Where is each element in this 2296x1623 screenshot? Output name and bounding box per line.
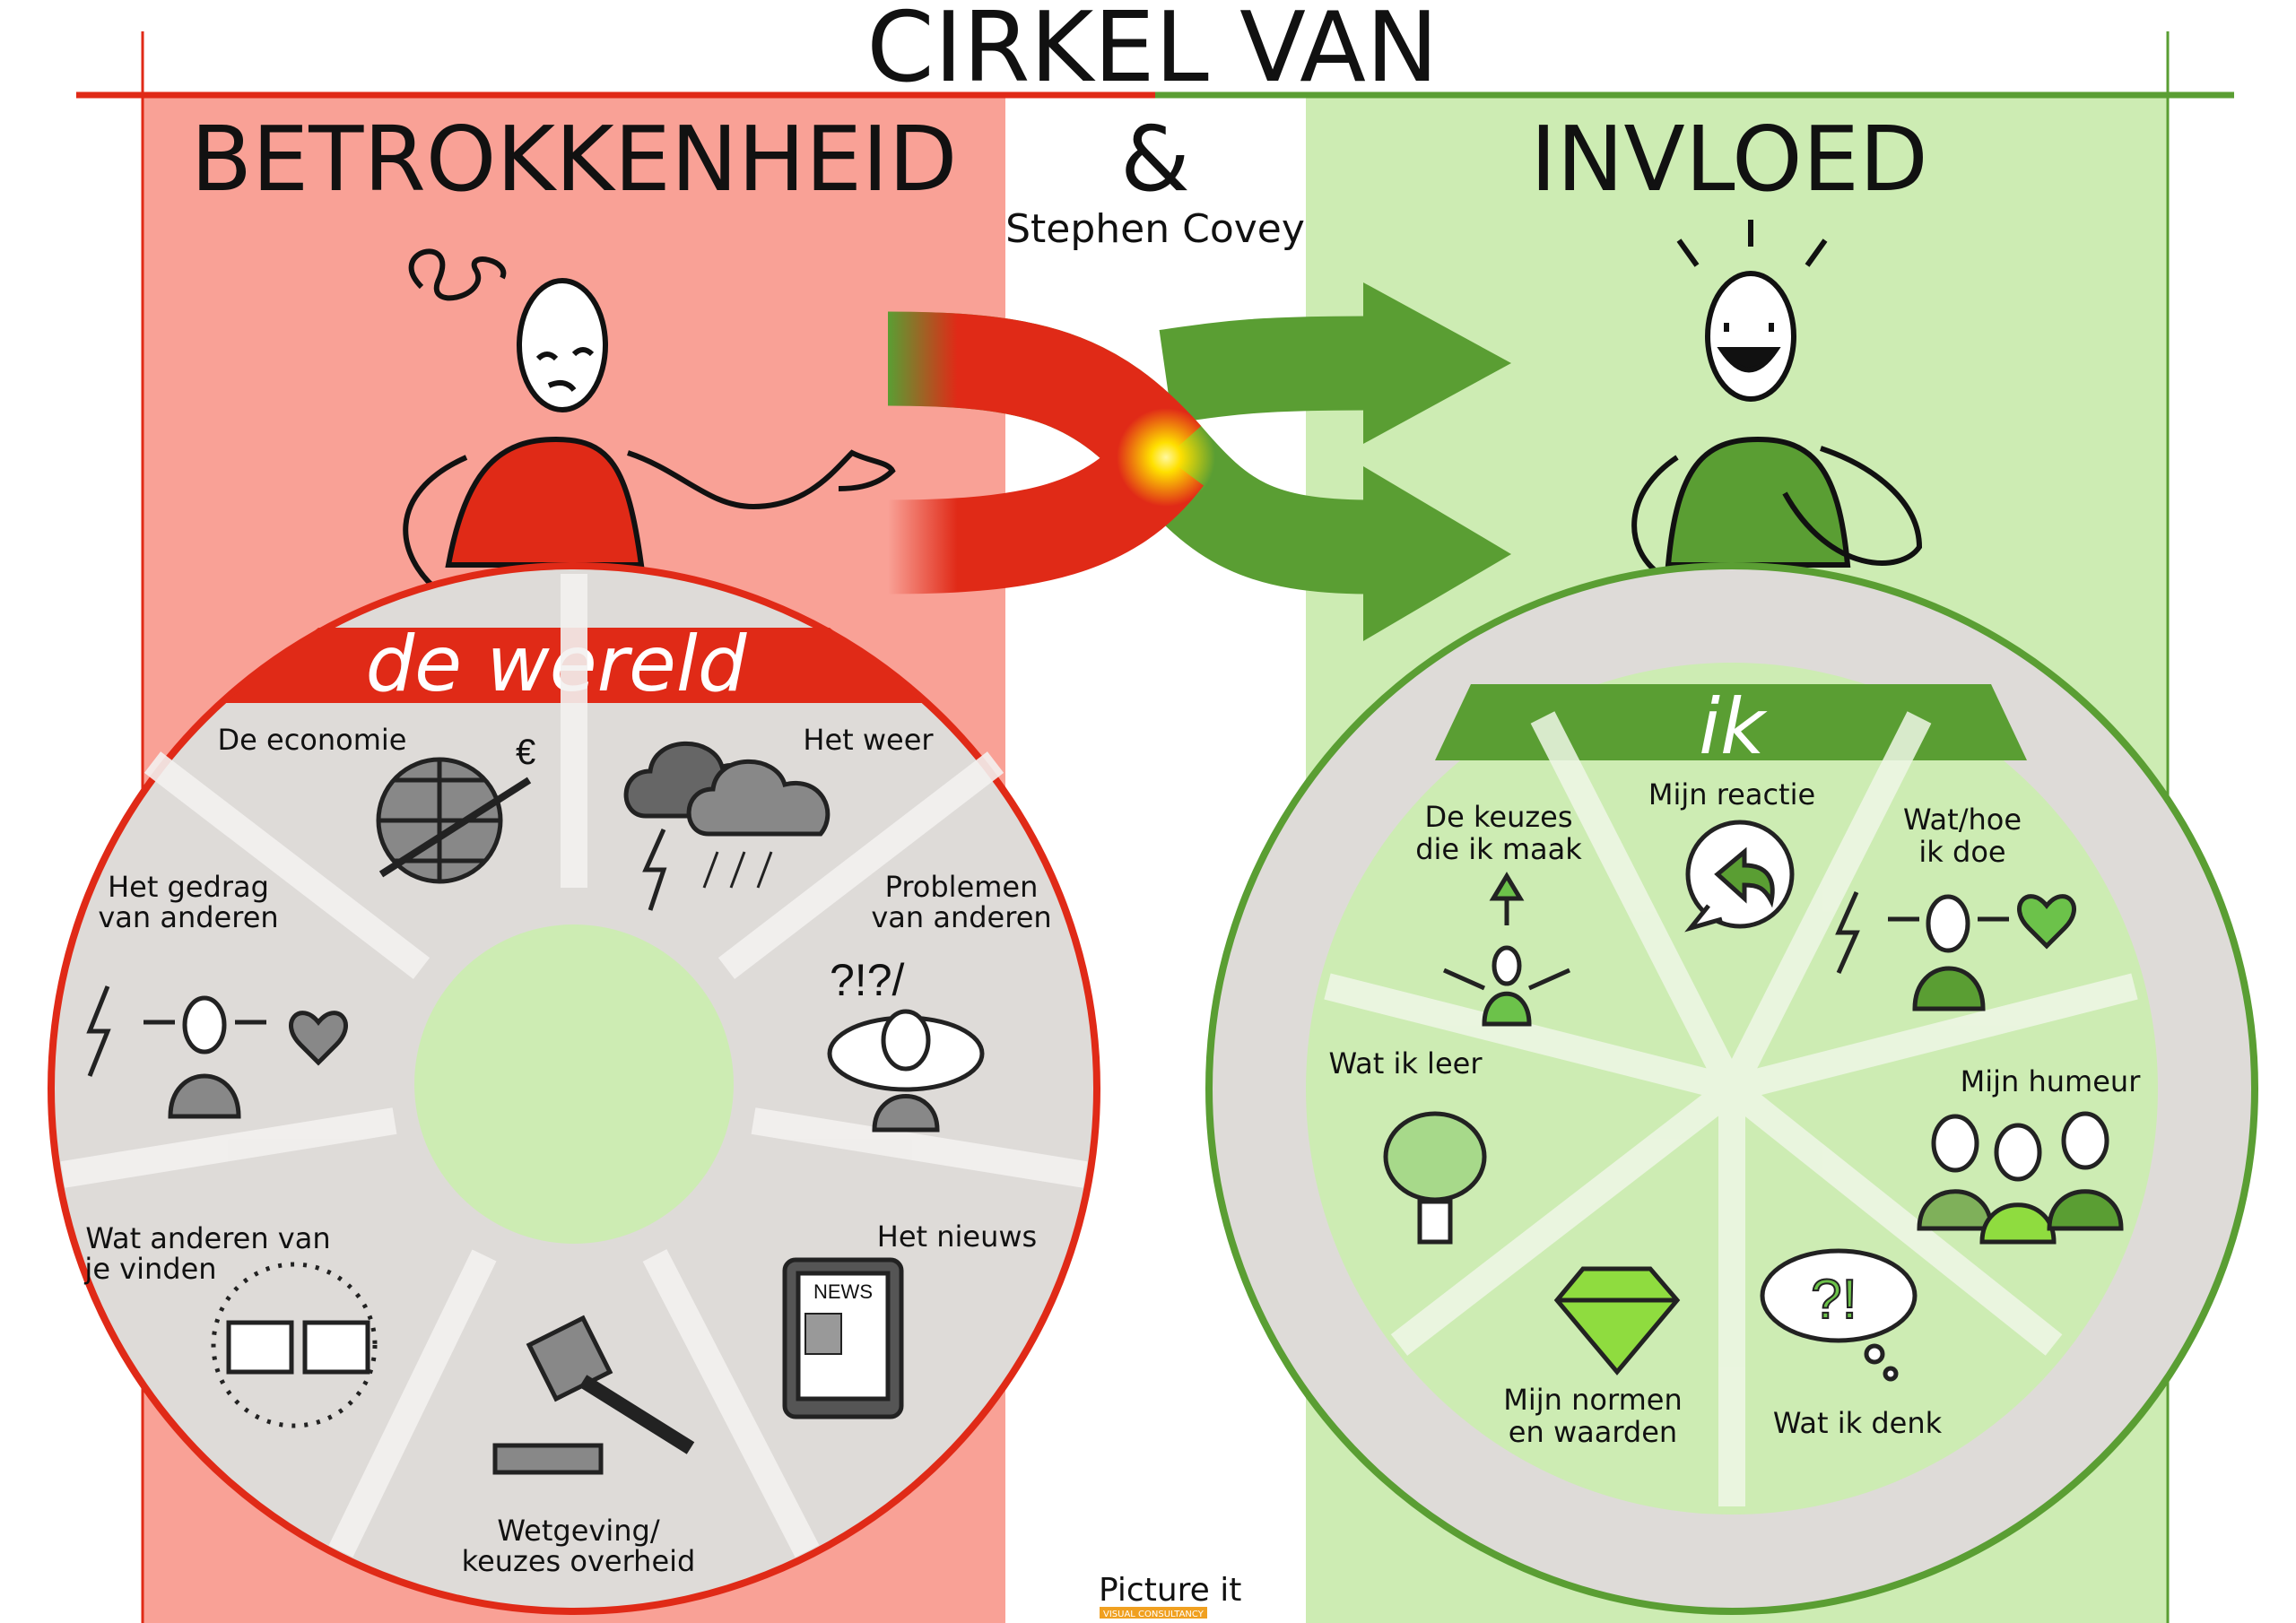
label-reactie: Mijn reactie: [1648, 777, 1815, 812]
author: Stephen Covey: [1005, 206, 1305, 252]
band-de-wereld: de wereld: [366, 620, 747, 709]
label-normen-2: en waarden: [1509, 1415, 1677, 1449]
label-normen-1: Mijn normen: [1503, 1383, 1682, 1417]
title-line1: CIRKEL VAN: [866, 0, 1439, 104]
news-tablet-icon: NEWS: [782, 1257, 904, 1419]
gavel-icon: [492, 1315, 695, 1475]
right-icons: ?!: [1383, 820, 2124, 1382]
label-gedrag-1: Het gedrag: [108, 870, 269, 904]
label-wetgeving-1: Wetgeving/: [497, 1514, 659, 1548]
label-gedrag-2: van anderen: [98, 900, 278, 934]
band-ik: ik: [1699, 682, 1768, 772]
label-problemen-2: van anderen: [871, 900, 1051, 934]
picture-it-logo: Picture it VISUAL CONSULTANCY: [1099, 1572, 1241, 1619]
choices-icon: [1442, 872, 1571, 1027]
label-keuzes-2: die ik maak: [1415, 832, 1582, 866]
outward-arrows: [1324, 711, 2138, 1506]
label-economie: De economie: [218, 723, 407, 757]
label-wat-anderen-2: je vinden: [83, 1252, 216, 1286]
worried-person-icon: ?!?/: [827, 955, 985, 1133]
label-wetgeving-2: keuzes overheid: [462, 1544, 696, 1578]
left-icons: € ?!?/ NEWS: [86, 733, 985, 1475]
label-keuzes-1: De keuzes: [1424, 800, 1572, 834]
behaviour-icon: [86, 985, 348, 1119]
title-ampersand: &: [1120, 107, 1190, 212]
title-left: BETROKKENHEID: [190, 107, 957, 212]
label-nieuws: Het nieuws: [877, 1219, 1037, 1254]
title-right: INVLOED: [1530, 107, 1928, 212]
moods-icon: [1917, 1111, 2124, 1245]
thought-bubble-icon: ?!: [1760, 1248, 1918, 1382]
label-leer: Wat ik leer: [1329, 1046, 1483, 1081]
switch-arrows: [887, 282, 1511, 641]
label-humeur: Mijn humeur: [1961, 1064, 2142, 1098]
inward-arrows: [60, 574, 1088, 1558]
circle-of-influence: ik: [1205, 562, 2258, 1615]
label-problemen-1: Problemen: [885, 870, 1039, 904]
label-weer: Het weer: [803, 723, 934, 757]
svg-text:€: €: [516, 733, 535, 772]
svg-text:?!?/: ?!?/: [830, 955, 905, 1005]
brain-bulb-icon: [1383, 1111, 1487, 1245]
label-wat-hoe-1: Wat/hoe: [1903, 803, 2022, 837]
left-labels: De economie Het weer Het gedrag van ande…: [83, 723, 1051, 1578]
logo-tagline: VISUAL CONSULTANCY: [1103, 1610, 1205, 1619]
label-wat-anderen-1: Wat anderen van: [85, 1221, 330, 1255]
happy-figure: [1631, 220, 1923, 664]
logo-name: Picture it: [1099, 1572, 1241, 1609]
label-denk: Wat ik denk: [1773, 1406, 1943, 1440]
diamond-icon: [1553, 1266, 1681, 1376]
reply-bubble-icon: [1684, 820, 1795, 933]
globe-euro-icon: €: [376, 733, 535, 884]
thumbs-icon: [211, 1262, 378, 1428]
worried-figure: [403, 248, 896, 673]
news-text: NEWS: [813, 1280, 873, 1303]
label-wat-hoe-2: ik doe: [1918, 835, 2005, 869]
thought-text: ?!: [1811, 1269, 1857, 1331]
behaviour-icon-right: [1835, 890, 2076, 1011]
circle-of-influence-small: [414, 924, 734, 1244]
storm-cloud-icon: [623, 741, 831, 911]
right-labels: De keuzes die ik maak Mijn reactie Wat/h…: [1329, 777, 2142, 1449]
